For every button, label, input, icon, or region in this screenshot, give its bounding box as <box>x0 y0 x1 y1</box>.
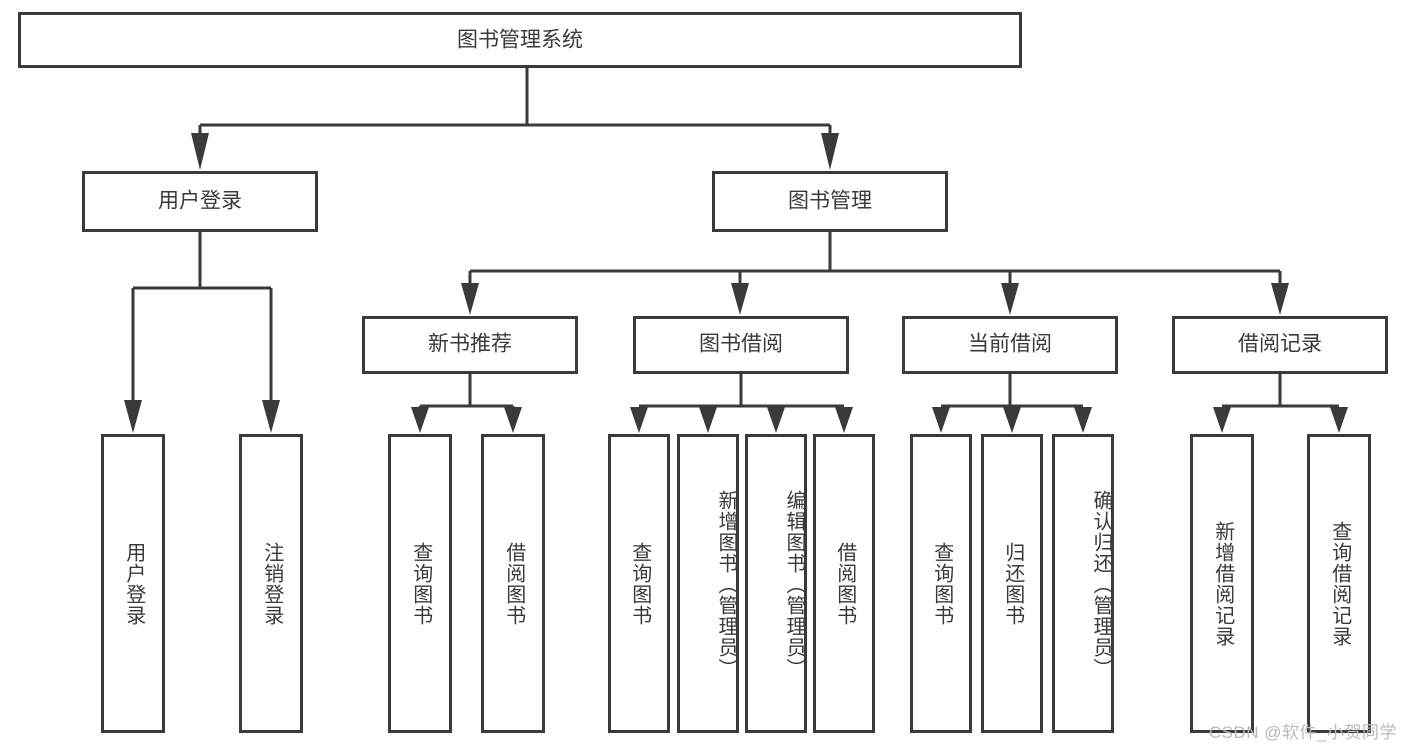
node-user-login-label: 用户登录 <box>158 190 242 213</box>
arrowhead-leaf-query-book-2 <box>630 407 648 433</box>
node-root-label: 图书管理系统 <box>457 29 583 52</box>
arrowhead-leaf-user-login <box>124 400 142 433</box>
node-user-login-box[interactable] <box>82 171 318 232</box>
connector-book-mgmt-to-level3 <box>461 231 1289 315</box>
connector-new-book-to-leaves <box>411 372 522 433</box>
leaf-box-edit-book[interactable] <box>745 434 807 733</box>
node-book-management[interactable]: 图书管理 <box>712 171 948 232</box>
node-borrow-record-label: 借阅记录 <box>1238 333 1322 356</box>
node-borrow-record[interactable]: 借阅记录 <box>1172 316 1388 374</box>
node-current-borrow-box[interactable] <box>902 316 1118 374</box>
node-borrow-record-box[interactable] <box>1172 316 1388 374</box>
arrowhead-leaf-confirm-return <box>1074 407 1092 433</box>
arrowhead-leaf-edit-book <box>767 407 785 433</box>
connector-borrow-record-to-leaves <box>1213 372 1348 433</box>
node-current-borrow[interactable]: 当前借阅 <box>902 316 1118 374</box>
connector-root-to-level2 <box>191 67 839 170</box>
leaf-box-borrow-book-1[interactable] <box>481 434 545 733</box>
arrowhead-user-login <box>191 133 209 170</box>
leaf-box-query-record[interactable] <box>1307 434 1371 733</box>
connector-book-borrow-to-leaves <box>630 372 853 433</box>
node-root[interactable]: 图书管理系统 <box>18 12 1022 68</box>
leaf-box-return-book[interactable] <box>981 434 1043 733</box>
arrowhead-leaf-return-book <box>1003 407 1021 433</box>
arrowhead-book-mgmt <box>821 133 839 170</box>
node-book-borrow[interactable]: 图书借阅 <box>633 316 849 374</box>
arrowhead-current-borrow <box>1001 283 1019 315</box>
leaf-box-logout[interactable] <box>239 434 303 733</box>
arrowhead-leaf-borrow-book-1 <box>504 407 522 433</box>
node-new-book-recommend-box[interactable] <box>362 316 578 374</box>
leaf-box-query-book-2[interactable] <box>608 434 670 733</box>
connector-current-borrow-to-leaves <box>932 372 1092 433</box>
arrowhead-leaf-logout <box>262 400 280 433</box>
arrowhead-new-book-recommend <box>461 283 479 315</box>
arrowhead-leaf-add-book <box>699 407 717 433</box>
leaf-box-query-book-1[interactable] <box>388 434 452 733</box>
leaf-box-query-book-3[interactable] <box>910 434 972 733</box>
arrowhead-borrow-record <box>1271 283 1289 315</box>
arrowhead-leaf-borrow-book-2 <box>835 407 853 433</box>
node-new-book-recommend-label: 新书推荐 <box>428 333 512 356</box>
arrowhead-leaf-query-book-3 <box>932 407 950 433</box>
node-current-borrow-label: 当前借阅 <box>968 333 1052 356</box>
connector-user-login-to-leaves <box>124 231 280 433</box>
leaf-box-user-login[interactable] <box>101 434 165 733</box>
node-book-borrow-label: 图书借阅 <box>699 333 783 356</box>
node-user-login[interactable]: 用户登录 <box>82 171 318 232</box>
node-book-management-box[interactable] <box>712 171 948 232</box>
arrowhead-leaf-query-book-1 <box>411 407 429 433</box>
node-book-management-label: 图书管理 <box>788 190 872 213</box>
arrowhead-book-borrow <box>731 283 749 315</box>
watermark-text: CSDN @软件_小贺同学 <box>1208 723 1397 742</box>
arrowhead-leaf-add-record <box>1213 407 1231 433</box>
node-book-borrow-box[interactable] <box>633 316 849 374</box>
leaf-box-add-book[interactable] <box>677 434 739 733</box>
leaf-box-confirm-return[interactable] <box>1052 434 1114 733</box>
arrowhead-leaf-query-record <box>1330 407 1348 433</box>
leaf-box-add-record[interactable] <box>1190 434 1254 733</box>
leaf-box-borrow-book-2[interactable] <box>813 434 875 733</box>
node-new-book-recommend[interactable]: 新书推荐 <box>362 316 578 374</box>
node-root-box[interactable] <box>18 12 1022 68</box>
level4-boxes <box>101 434 1371 733</box>
